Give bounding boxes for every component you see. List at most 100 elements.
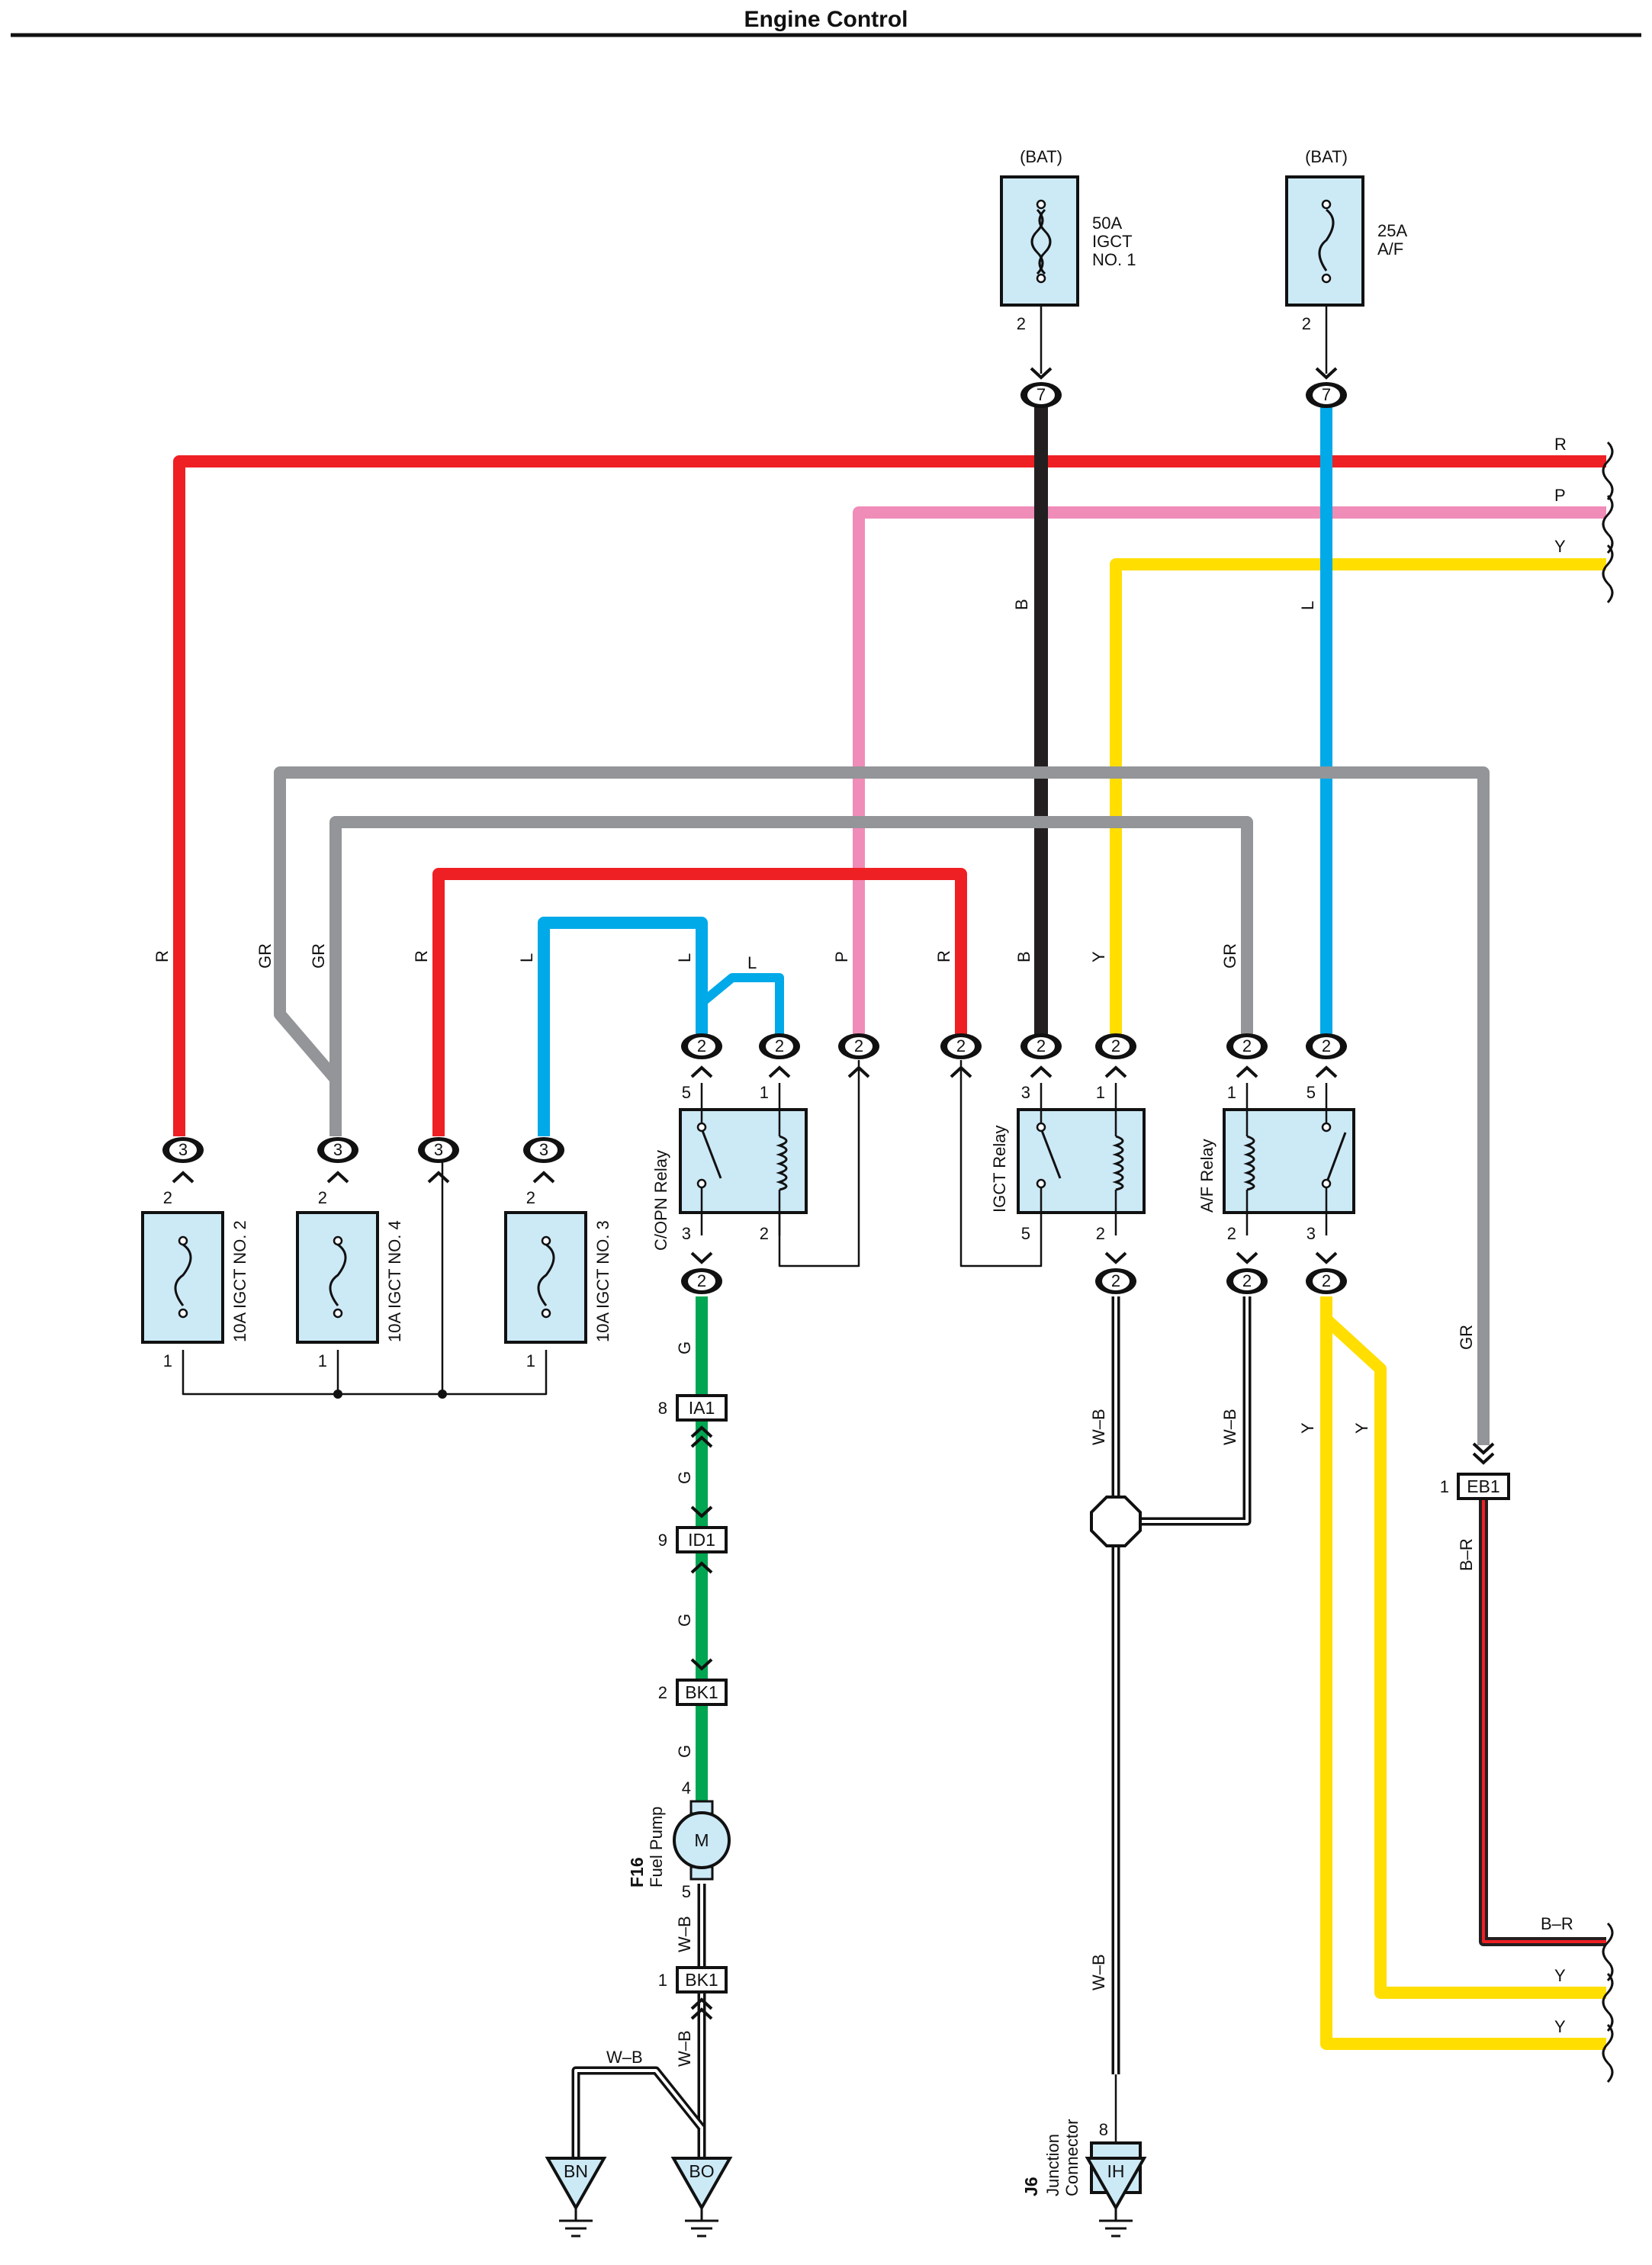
connector-igct4-3-label: 3 (333, 1140, 342, 1159)
chevron-arrow-icon (172, 1171, 194, 1184)
wire-label-r: R (1554, 435, 1567, 454)
chevron-arrow-icon (326, 1171, 349, 1184)
fuse-igct1-source: (BAT) (1020, 147, 1062, 166)
chevron-arrow-icon (1472, 1452, 1495, 1465)
chevron-arrow-icon (1472, 1442, 1495, 1455)
wire-br-red (1482, 1499, 1606, 1943)
connector-igct-1-label: 2 (1111, 1036, 1120, 1055)
connector-bk1-bottom-pin: 1 (658, 1971, 667, 1990)
junction-code: J6 (1021, 2177, 1041, 2196)
fuel-pump: M 4 5 F16 Fuel Pump (627, 1778, 731, 1901)
connector-eb1-pin: 1 (1440, 1477, 1449, 1496)
relay-igct-pin-2: 2 (1096, 1224, 1105, 1243)
connector-af-3-label: 2 (1322, 1271, 1331, 1290)
connector-af-1: 2 (1226, 1033, 1268, 1059)
fuse-af: (BAT) 25A A/F 2 (1285, 147, 1407, 333)
wb-wires (571, 1296, 1252, 2158)
connector-af-3: 2 (1306, 1268, 1347, 1294)
fuse-igct1-box (1000, 175, 1079, 307)
connector-af-7: 7 (1306, 382, 1347, 408)
connector-eb1-name: EB1 (1467, 1476, 1499, 1496)
wire-red-main (173, 455, 1606, 1136)
wire-copn-pin2 (778, 1060, 860, 1267)
connector-red-2: 2 (940, 1033, 982, 1059)
connector-eb1: EB1 1 (1440, 1473, 1510, 1500)
fuse-igct3-pin-top: 2 (526, 1188, 535, 1207)
fuse-igct2-box (141, 1211, 224, 1344)
connector-igct2-3-label: 3 (178, 1140, 188, 1159)
connector-igct-2: 2 (1095, 1268, 1136, 1294)
ground-bo-label: BO (689, 2161, 714, 2181)
fuse-igct1-pin: 2 (1017, 314, 1026, 333)
wire-label-b: B (1014, 951, 1033, 962)
chevron-arrow-icon (1104, 1251, 1127, 1264)
junction-name2: Connector (1062, 2119, 1082, 2196)
wire-label-l: L (1298, 601, 1317, 610)
connector-igct-1: 2 (1095, 1033, 1136, 1059)
relay-af-pin-1: 1 (1227, 1083, 1236, 1102)
connector-id1: ID1 9 (658, 1526, 728, 1553)
fuse-igct4-pin-bottom: 1 (318, 1351, 327, 1370)
ground-icon (559, 2208, 593, 2238)
relay-copn-pin-5: 5 (682, 1083, 691, 1102)
connector-igct-3: 2 (1020, 1033, 1062, 1059)
relay-copn-pin-3: 3 (682, 1224, 691, 1243)
fuse-igct3-label: 10A IGCT NO. 3 (593, 1220, 612, 1342)
connector-copn-1: 2 (759, 1033, 800, 1059)
fuse-af-amp: 25A (1377, 221, 1407, 240)
connector-igct1-7-label: 7 (1037, 385, 1046, 404)
connector-igct4-3: 3 (317, 1137, 358, 1163)
relay-af-pin-5: 5 (1306, 1083, 1316, 1102)
wire-break-symbols (1602, 441, 1614, 2083)
connector-id1-name: ID1 (688, 1530, 715, 1550)
chevron-arrow-icon (690, 1251, 713, 1264)
wire-label-p: P (832, 951, 851, 962)
connector-bk1-top-pin: 2 (658, 1683, 667, 1702)
connector-igct1-7: 7 (1020, 382, 1062, 408)
ground-icon (685, 2208, 718, 2238)
relay-igct-name: IGCT Relay (990, 1125, 1009, 1213)
relay-igct-pin-3: 3 (1021, 1083, 1030, 1102)
chevron-arrow-icon (690, 1425, 713, 1438)
fuse-af-name1: A/F (1377, 239, 1403, 259)
wire-label-y: Y (1554, 1966, 1566, 1985)
connector-copn-1-label: 2 (775, 1036, 784, 1055)
wire-label-y: Y (1089, 951, 1108, 962)
wire-label-r: R (934, 950, 953, 962)
relay-igct-pin-1: 1 (1096, 1083, 1105, 1102)
chevron-arrow-icon (690, 1435, 713, 1448)
connector-copn-5-label: 2 (697, 1036, 706, 1055)
connector-igct-2-label: 2 (1111, 1271, 1120, 1290)
relay-af: A/F Relay 1 5 2 3 (1197, 1083, 1355, 1243)
wire-label-l: L (517, 953, 536, 962)
relay-copn-name: C/OPN Relay (651, 1150, 670, 1251)
wire-label-wb: W–B (1089, 1954, 1108, 1990)
chevron-arrow-icon (1030, 367, 1053, 380)
wire-fuse-bus-drop (336, 1152, 444, 1394)
bus-junction-dot (333, 1390, 342, 1399)
relay-igct-pin-5: 5 (1021, 1224, 1030, 1243)
wire-label-wb: W–B (606, 2048, 643, 2067)
connector-af-2-label: 2 (1242, 1271, 1252, 1290)
fuse-igct1-name1: IGCT (1092, 232, 1133, 251)
chevron-arrow-icon (690, 2007, 713, 2020)
relay-copn-pin-2: 2 (760, 1224, 769, 1243)
wire-red-inner (432, 868, 967, 1136)
connector-copn-3: 2 (681, 1268, 722, 1294)
fuse-igct2-label: 10A IGCT NO. 2 (230, 1220, 249, 1342)
bus-junction-dot (438, 1390, 447, 1399)
connector-bk1-top: BK1 2 (658, 1679, 728, 1706)
fuse-igct4-box (296, 1211, 379, 1344)
wire-label-gr: GR (309, 943, 328, 969)
fuse-igct3-box (504, 1211, 587, 1344)
wires (173, 305, 1606, 2208)
connector-igct-3-label: 2 (1037, 1036, 1046, 1055)
wire-label-l: L (675, 953, 694, 962)
connector-ia1-pin: 8 (658, 1399, 667, 1418)
relay-copn-pin-1: 1 (760, 1083, 769, 1102)
chevron-arrow-icon (1236, 1065, 1258, 1078)
connector-igct2-3: 3 (162, 1137, 204, 1163)
wire-label-l: L (747, 953, 757, 972)
wire-grey-inner (329, 816, 1253, 1079)
connector-af-5-label: 2 (1322, 1036, 1331, 1055)
